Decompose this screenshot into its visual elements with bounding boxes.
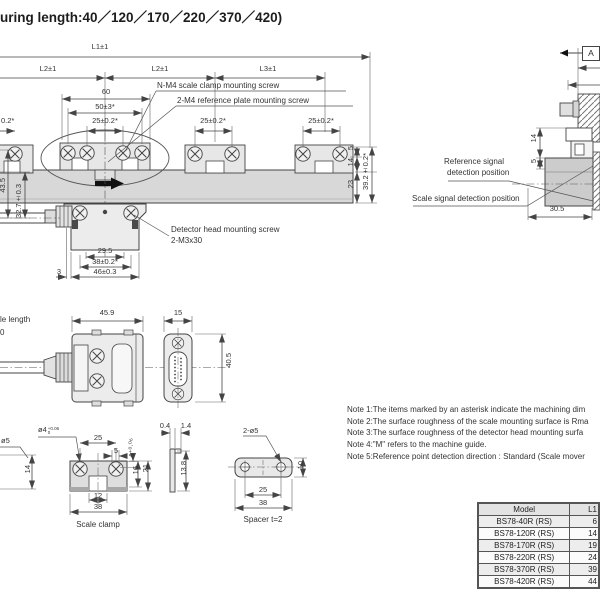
dim-label-l2a: L2±1 [39,64,57,73]
label-scale-signal: Scale signal detection position [412,194,520,203]
main-scale-view [0,52,377,280]
dim-label-38: 38±0.2* [92,257,118,266]
dim-label-392: 39.2±0.2* [361,153,370,190]
clamp-dim-12: 12 [93,491,103,500]
dim-label-25b: 25±0.2* [92,116,118,125]
spacer-dim-38: 38 [258,498,268,507]
spacer-caption: Spacer t=2 [243,515,283,524]
clamp-dim-138: 13.8 [179,461,188,476]
dim-label-l3: L3±1 [259,64,277,73]
table-row: BS78-420R (RS)44 [477,575,600,589]
l1-cell: 24 [569,551,600,564]
cable-length-fragment-2: 0 [0,328,5,337]
spacer-dim-10: 10 [296,461,305,470]
model-cell: BS78-40R (RS) [477,515,571,528]
dim-label-23: 23 [346,180,355,189]
detail-dim-305: 30.5 [549,204,565,213]
clamp-dim-14side: 1.4 [180,421,192,430]
note-4: Note 4:"M" refers to the machine guide. [347,440,487,450]
l1-cell: 39 [569,563,600,576]
dim-label-327: 32.7±0.3 [14,184,23,219]
clamp-hole-tol-bot: 0 [47,430,51,435]
model-cell: BS78-220R (RS) [477,551,571,564]
table-row: BS78-120R (RS)14 [477,527,600,540]
spacer-drawing [228,435,307,511]
note-3: Note 3:The surface roughness of the dete… [347,428,584,438]
left-fragment-hole: ø5 [1,436,10,445]
dim-label-46: 46±0.3 [93,267,117,276]
l1-cell: 19 [569,539,600,552]
dim-label-l1: L1±1 [91,42,109,51]
dim-label-50: 50±3* [95,102,115,111]
cable-length-fragment-1: le length [0,315,31,324]
side-detail-view [413,48,600,220]
dim-label-25c: 25±0.2* [200,116,226,125]
detail-dim-5: 5 [529,159,538,164]
dim-label-25-fragment: 0.2* [1,116,15,125]
dim-label-435: 43.5 [0,178,7,193]
note-2: Note 2:The surface roughness of the scal… [347,416,589,426]
clamp-hole-dia: ø4 [38,425,47,434]
l1-cell: 6 [569,515,600,528]
connector-dim-459: 45.9 [99,308,115,317]
label-reference-signal-1: Reference signal [444,157,505,166]
clamp-dim-04: 0.4 [159,421,171,430]
col-header-l1: L1 [569,502,600,516]
label-head-screw-size: 2-M3x30 [171,236,203,245]
dim-label-25d: 25±0.2* [308,116,334,125]
dim-label-295: 29.5 [97,246,113,255]
clamp-drawing [38,428,190,515]
clamp-dim-38: 38 [93,502,103,511]
label-clamp-screw: N-M4 scale clamp mounting screw [157,81,280,90]
clamp-hole-tol-top: +0.06 [47,425,60,431]
dim-label-14: 14 [346,158,355,167]
label-reference-signal-2: detection position [447,168,510,177]
label-ref-plate-screw: 2-M4 reference plate mounting screw [177,96,310,105]
clamp-dim-4: 4⁺⁰·⁰⁶ [127,438,136,458]
note-1: Note 1:The items marked by an asterisk i… [347,405,586,414]
detail-dim-14: 14 [529,134,538,143]
direction-arrow [95,177,124,190]
page-title-fragment: uring length:40／120／170／220／370／420) [0,10,283,25]
table-row: BS78-370R (RS)39 [477,563,600,576]
col-header-model: Model [477,502,571,516]
notes-block: Note 1:The items marked by an asterisk i… [347,404,600,463]
dim-label-3: 3 [56,267,62,276]
note-5: Note 5:Reference point detection directi… [347,451,585,461]
dim-label-5: 5 [346,146,355,151]
model-cell: BS78-370R (RS) [477,563,571,576]
clamp-dim-16: 16 [131,466,140,475]
model-cell: BS78-120R (RS) [477,527,571,540]
l1-cell: 14 [569,527,600,540]
model-table: Model L1 BS78-40R (RS)6 BS78-120R (RS)14… [477,502,600,589]
clamp-dim-25: 25 [93,433,103,442]
dim-label-l2b: L2±1 [151,64,169,73]
model-cell: BS78-170R (RS) [477,539,571,552]
table-row: BS78-170R (RS)19 [477,539,600,552]
left-edge-fragment [0,446,36,490]
table-header-row: Model L1 [477,502,600,516]
table-row: BS78-220R (RS)24 [477,551,600,564]
connector-dim-15: 15 [173,308,183,317]
l1-cell: 44 [569,575,600,589]
clamp-dim-21: 21 [141,464,150,473]
dim-label-60: 60 [101,87,111,96]
connector-dim-405: 40.5 [224,353,233,368]
connector-drawing [0,316,232,408]
left-fragment-dim-14: 14 [23,465,32,474]
clamp-dim-5: 5 [113,446,119,455]
spacer-holes-label: 2-ø5 [243,426,259,435]
table-row: BS78-40R (RS)6 [477,515,600,528]
datum-flag-a: A [582,46,600,61]
model-cell: BS78-420R (RS) [477,575,571,589]
spacer-dim-25: 25 [258,485,268,494]
label-head-screw: Detector head mounting screw [171,225,280,234]
clamp-caption: Scale clamp [76,520,120,529]
